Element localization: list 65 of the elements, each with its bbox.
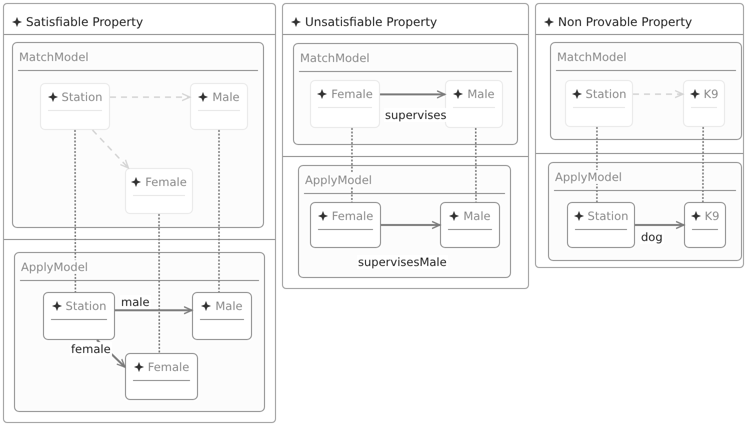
faded-class-box <box>683 80 725 127</box>
model-title: ApplyModel <box>305 173 372 187</box>
arrow <box>115 306 193 314</box>
faded-class-box <box>125 168 193 214</box>
faded-class-box <box>190 83 248 130</box>
class-name: Female <box>331 87 373 101</box>
panel-title: Non Provable Property <box>558 15 692 29</box>
connector-line <box>596 127 598 202</box>
property-panel <box>535 3 744 268</box>
class-box <box>310 202 381 248</box>
arrow <box>110 92 191 102</box>
edge-label: supervisesMale <box>357 255 448 269</box>
class-box <box>440 202 500 248</box>
edge-label: dog <box>640 230 664 244</box>
faded-class-box <box>445 80 503 128</box>
faded-class-box <box>565 80 633 127</box>
class-name: K9 <box>704 209 720 223</box>
class-name: K9 <box>704 87 718 101</box>
model-container <box>12 42 264 228</box>
class-name: Female <box>332 209 374 223</box>
class-box <box>684 202 726 248</box>
model-container <box>548 162 742 261</box>
arrow <box>92 129 130 169</box>
class-name: Male <box>463 209 491 223</box>
edge-label: supervises <box>384 108 448 122</box>
arrow <box>635 220 685 230</box>
model-title: ApplyModel <box>555 170 622 184</box>
model-container <box>550 42 742 140</box>
edge-label: female <box>70 342 112 356</box>
class-box <box>567 202 635 248</box>
model-title: MatchModel <box>300 51 370 65</box>
class-name: Female <box>145 175 187 189</box>
connector-line <box>702 127 704 202</box>
model-container <box>14 252 265 412</box>
connector-line <box>475 128 477 202</box>
model-title: MatchModel <box>19 50 89 64</box>
model-container <box>298 165 511 278</box>
faded-class-box <box>40 83 110 130</box>
model-title: MatchModel <box>557 50 627 64</box>
model-container <box>293 43 518 145</box>
class-name: Male <box>212 90 240 104</box>
connector-line <box>218 130 220 292</box>
property-panel <box>3 3 276 423</box>
class-name: Female <box>148 360 190 374</box>
class-name: Male <box>467 87 495 101</box>
arrow <box>380 90 446 99</box>
class-box <box>43 292 115 340</box>
class-name: Station <box>586 87 626 101</box>
class-name: Station <box>588 209 628 223</box>
arrow <box>381 220 441 230</box>
edge-label: male <box>120 295 151 309</box>
arrow <box>633 90 684 98</box>
class-box <box>125 353 198 400</box>
property-panel <box>282 3 529 289</box>
connector-line <box>351 128 353 202</box>
class-name: Station <box>66 299 106 313</box>
class-box <box>192 292 252 340</box>
class-name: Station <box>62 90 102 104</box>
panel-title: Unsatisfiable Property <box>305 15 438 29</box>
panel-title: Satisfiable Property <box>26 15 144 29</box>
faded-class-box <box>310 80 380 128</box>
connector-line <box>74 130 76 292</box>
model-title: ApplyModel <box>21 260 88 274</box>
class-name: Male <box>215 299 243 313</box>
connector-line <box>158 214 160 353</box>
